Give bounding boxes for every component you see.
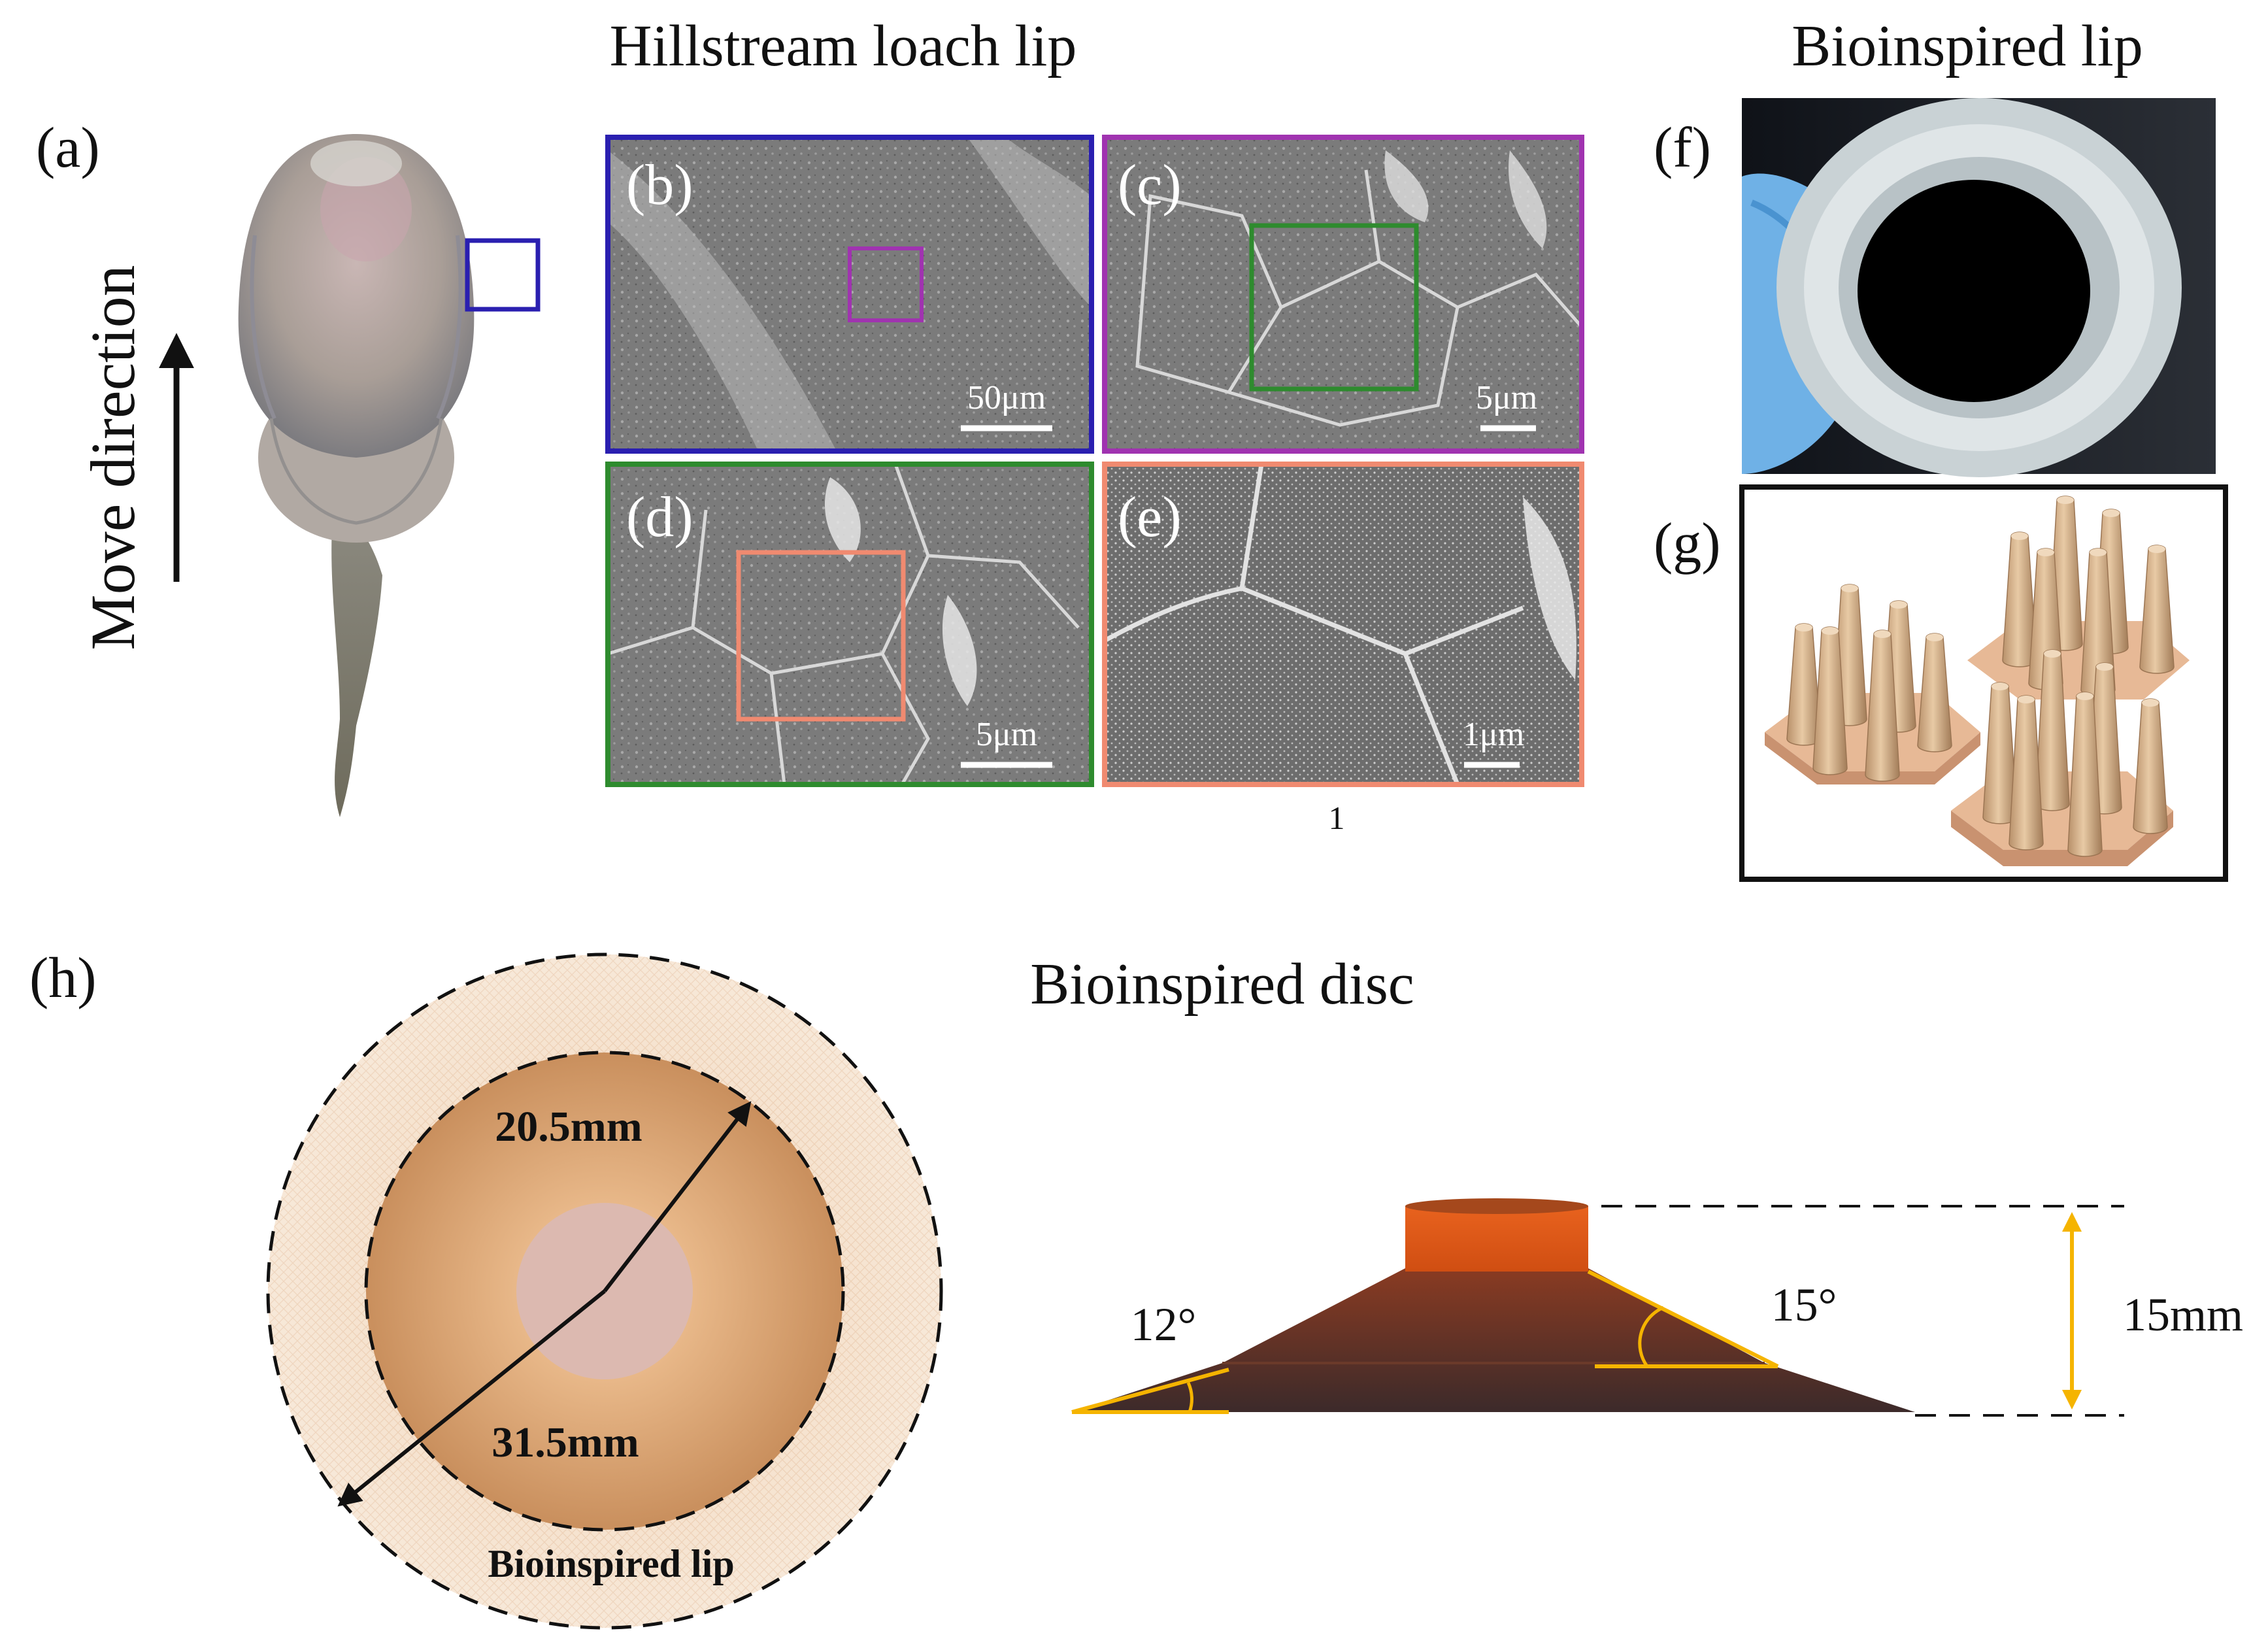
pillar-top	[2037, 548, 2054, 556]
panel-label-d: (d)	[626, 486, 693, 549]
angle-left-line	[1071, 1368, 1229, 1414]
outer-radius-label: 31.5mm	[492, 1419, 639, 1466]
pillar-top	[1874, 630, 1891, 638]
inner-dashed-circle	[364, 1051, 845, 1532]
scalebar-c-label: 5μm	[1476, 379, 1537, 416]
angle-right-line	[1587, 1270, 1779, 1368]
scalebar-e-label: 1μm	[1463, 716, 1524, 753]
pillar-top	[2148, 545, 2165, 553]
pillar-top	[1992, 683, 2009, 690]
sem-panel-d: 5μm (d)	[607, 464, 1092, 786]
panel-label-f: (f)	[1654, 116, 1711, 180]
pillar-top	[2076, 692, 2093, 700]
angle-left-arc	[1186, 1381, 1193, 1413]
outer-radius-arrow	[337, 1289, 606, 1507]
sem-panel-b: 50μm (b)	[608, 137, 1092, 451]
panel-label-b: (b)	[626, 154, 693, 217]
fish-photo	[238, 134, 475, 817]
fish-zoom-box	[465, 238, 541, 312]
sem-panel-e: 1μm (e)	[1103, 464, 1582, 786]
pillar-top	[2044, 650, 2061, 658]
bioinspired-disc-title: Bioinspired disc	[1030, 952, 1414, 1017]
pillar-top	[1926, 633, 1943, 641]
zoom-box-b	[848, 246, 924, 322]
inner-radius-label: 20.5mm	[495, 1103, 642, 1151]
pillar-top	[1795, 624, 1812, 632]
pillar-top	[1890, 601, 1907, 609]
frame-d	[605, 462, 1094, 787]
panel-label-h: (h)	[29, 947, 97, 1010]
bioinspired-lip-photo	[1742, 98, 2216, 477]
pillar-top	[2142, 699, 2159, 707]
angle-right-label: 15°	[1771, 1279, 1837, 1331]
stray-mark: 1	[1329, 800, 1345, 836]
move-direction-label: Move direction	[78, 265, 148, 650]
pillar-top	[1822, 627, 1839, 635]
hillstream-title: Hillstream loach lip	[610, 14, 1077, 78]
height-label: 15mm	[2123, 1289, 2243, 1341]
bioinspired-lip-title: Bioinspired lip	[1792, 14, 2143, 78]
angle-right-arc	[1638, 1306, 1665, 1368]
frame-c	[1102, 135, 1584, 454]
panel-label-a: (a)	[36, 116, 100, 180]
pillar-top	[2103, 509, 2120, 517]
pillar-top	[2018, 696, 2035, 703]
scalebar-d-label: 5μm	[976, 716, 1037, 753]
frame-e	[1102, 462, 1584, 787]
zoom-box-c	[1249, 223, 1419, 392]
inner-radius-arrow	[603, 1101, 752, 1292]
pillar-top	[2096, 663, 2113, 671]
pillars	[1786, 496, 2175, 857]
panel-label-g: (g)	[1654, 512, 1721, 575]
pillar-top	[2011, 532, 2028, 540]
pillar-top	[2090, 548, 2107, 556]
sem-panel-c: 5μm (c)	[1105, 137, 1583, 451]
pillar-top	[2057, 496, 2074, 504]
disc-top-view: 20.5mm 31.5mm Bioinspired lip	[266, 952, 943, 1630]
frame-g	[1739, 484, 2228, 882]
zoom-box-d	[736, 550, 906, 722]
panel-label-c: (c)	[1118, 154, 1182, 217]
scalebar-b-label: 50μm	[967, 379, 1046, 416]
disc-side-view: 12° 15° 15mm	[1071, 1198, 2243, 1417]
frame-b	[605, 135, 1094, 454]
panel-label-e: (e)	[1118, 486, 1182, 549]
bioinspired-lip-label: Bioinspired lip	[488, 1542, 734, 1585]
angle-left-label: 12°	[1131, 1298, 1197, 1351]
outer-dashed-circle	[266, 952, 943, 1630]
pillar-top	[1841, 584, 1858, 592]
